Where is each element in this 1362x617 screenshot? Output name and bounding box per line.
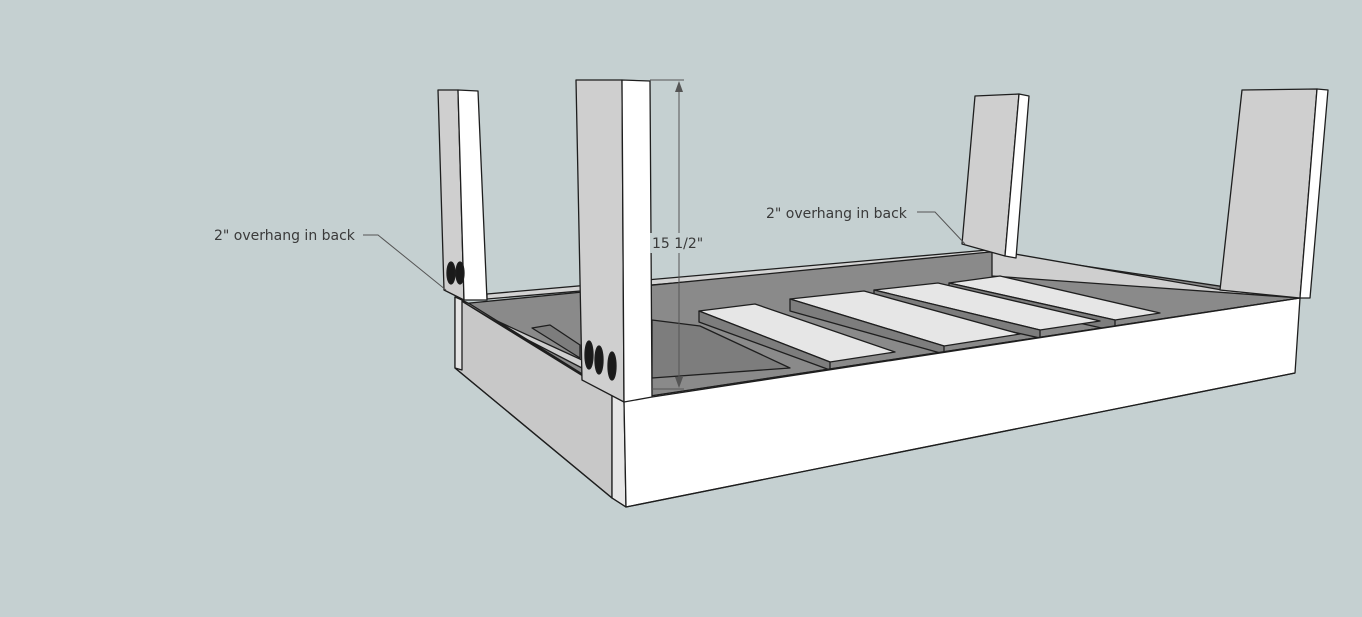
dowel-hole	[455, 261, 465, 285]
left-overhang-label: 2" overhang in back	[214, 228, 356, 244]
front-apron-bottom-edge	[454, 367, 1296, 508]
leg-front-left-side	[621, 79, 653, 403]
right-overhang-label: 2" overhang in back	[766, 206, 908, 222]
dowel-hole	[594, 345, 604, 375]
leg-back-left-side	[457, 89, 488, 301]
leg-height-label-bg	[650, 233, 705, 253]
front-apron-top-rim	[651, 297, 1301, 398]
dowel-hole	[446, 261, 456, 285]
leg-back-right-side	[1004, 93, 1030, 259]
left-overhang-leader	[363, 234, 447, 291]
leg-height-label: 15 1/2"	[652, 236, 703, 252]
dimension-arrow-down	[675, 377, 683, 388]
leg-front-right-side	[1299, 88, 1329, 299]
slat-6-face	[531, 324, 581, 359]
dowel-hole	[584, 340, 594, 370]
dimension-arrow-up	[675, 81, 683, 92]
dowel-hole	[607, 351, 617, 381]
right-overhang-leader	[917, 211, 966, 245]
left-end-apron-edge	[454, 296, 463, 371]
